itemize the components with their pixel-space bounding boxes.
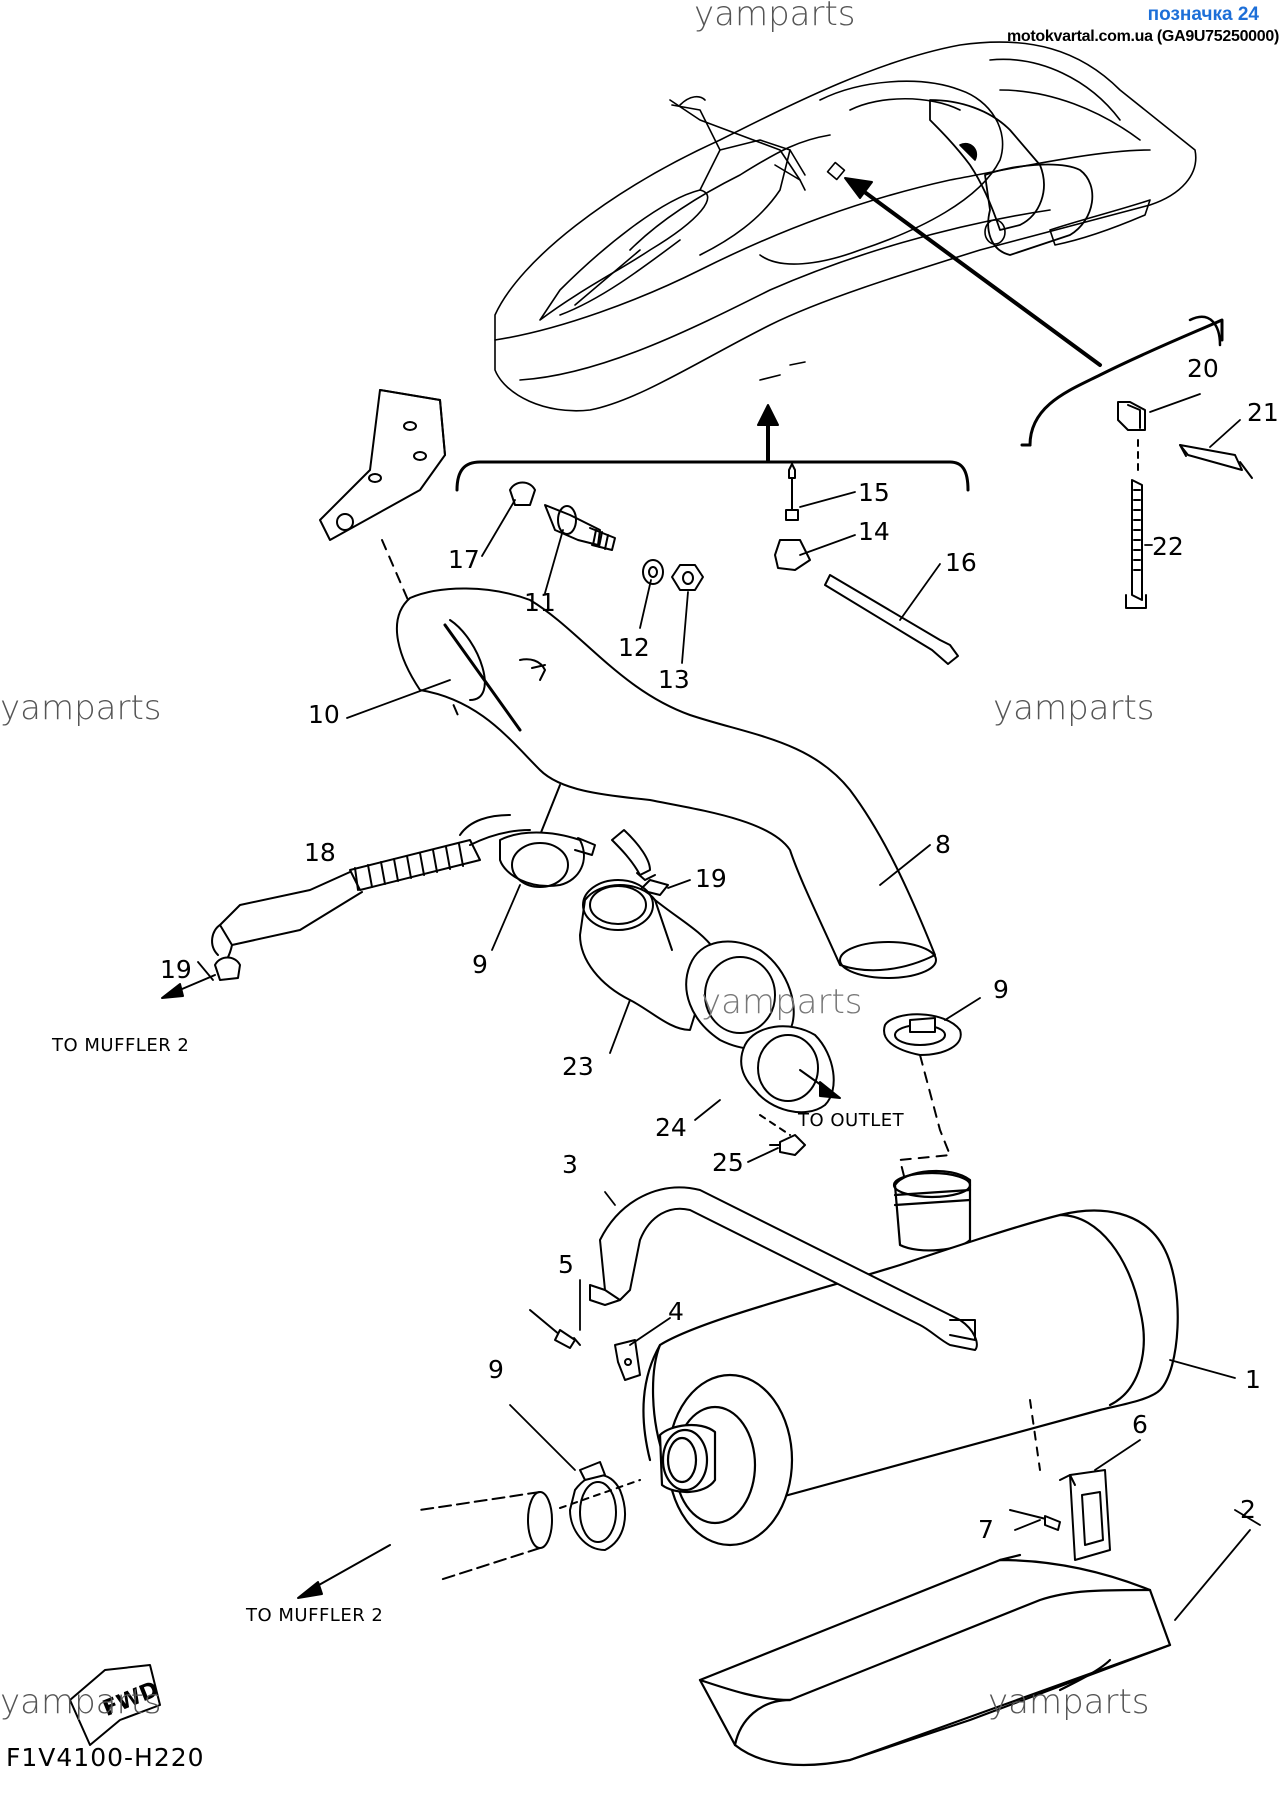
watermark-left: yamparts — [0, 688, 162, 728]
callout-9-lower: 9 — [488, 1355, 504, 1384]
watermark-bottom-left: yamparts — [0, 1682, 162, 1722]
hose-clamp-right — [883, 1013, 962, 1181]
watermark-bottom-right: yamparts — [988, 1682, 1150, 1722]
watermark-top: yamparts — [694, 0, 856, 34]
group-brackets — [455, 315, 1224, 492]
callout-18: 18 — [304, 838, 336, 867]
callout-24: 24 — [655, 1113, 687, 1142]
callout-7: 7 — [978, 1515, 994, 1544]
watermark-right: yamparts — [993, 688, 1155, 728]
callout-10: 10 — [308, 700, 340, 729]
muffler — [642, 1169, 1179, 1547]
callout-11: 11 — [524, 588, 556, 617]
marker-label: позначка 24 — [1147, 4, 1259, 25]
callout-16: 16 — [945, 548, 977, 577]
callout-22: 22 — [1152, 532, 1184, 561]
source-label: motokvartal.com.ua (GA9U75250000) — [1007, 28, 1279, 45]
muffler-strap — [589, 1186, 978, 1351]
note-to-outlet: TO OUTLET — [798, 1110, 905, 1131]
callout-21: 21 — [1247, 398, 1279, 427]
callout-12: 12 — [618, 633, 650, 662]
cooling-hose — [161, 784, 669, 999]
callout-9-right: 9 — [993, 975, 1009, 1004]
callout-19-left: 19 — [160, 955, 192, 984]
location-arrows — [757, 177, 1102, 462]
callout-19-right: 19 — [695, 864, 727, 893]
callout-3: 3 — [562, 1150, 578, 1179]
strap-fasteners — [529, 1309, 641, 1381]
callout-20: 20 — [1187, 354, 1219, 383]
callout-9-upper: 9 — [472, 950, 488, 979]
callout-17: 17 — [448, 545, 480, 574]
bracket-hardware — [319, 389, 959, 721]
callout-8: 8 — [935, 830, 951, 859]
callout-5: 5 — [558, 1250, 574, 1279]
mount-bracket — [1009, 1399, 1111, 1561]
hose-clamp-lower — [569, 1461, 626, 1551]
tie-anchor-parts — [1117, 401, 1253, 609]
watercraft-illustration — [494, 41, 1197, 412]
drawing-code: F1V4100-H220 — [6, 1743, 205, 1772]
callout-4: 4 — [668, 1297, 684, 1326]
callout-1: 1 — [1245, 1365, 1261, 1394]
callout-6: 6 — [1132, 1410, 1148, 1439]
watermark-center: yamparts — [701, 982, 863, 1022]
muffler-tray — [698, 1553, 1172, 1767]
callout-14: 14 — [858, 517, 890, 546]
lower-hose — [297, 1479, 641, 1599]
callout-15: 15 — [858, 478, 890, 507]
outlet-flange — [579, 879, 841, 1156]
exhaust-pipe — [395, 587, 937, 979]
callout-25: 25 — [712, 1148, 744, 1177]
leader-lines — [197, 393, 1261, 1621]
note-to-muffler-2-upper: TO MUFFLER 2 — [52, 1035, 190, 1056]
callout-13: 13 — [658, 665, 690, 694]
note-to-muffler-2-lower: TO MUFFLER 2 — [246, 1605, 384, 1626]
callout-2: 2 — [1240, 1495, 1256, 1524]
callout-23: 23 — [562, 1052, 594, 1081]
